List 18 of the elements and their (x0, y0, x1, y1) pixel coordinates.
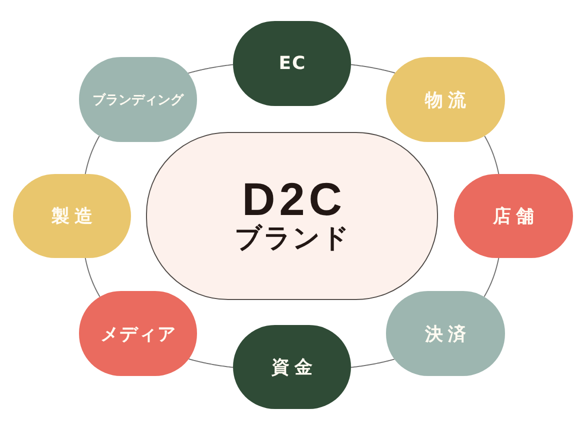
pill-node: 物流 (386, 57, 505, 142)
connector-line (188, 64, 234, 74)
pill-node: 店舗 (454, 174, 573, 258)
connector-line (350, 64, 396, 74)
pill-node: 製造 (13, 174, 131, 258)
hub-title: D2C (242, 176, 346, 222)
connector-line (84, 258, 100, 298)
pill-node: ブランディング (79, 57, 197, 142)
connector-line (188, 358, 234, 368)
pill-node: 決済 (386, 291, 505, 376)
hub-subtitle: ブランド (234, 222, 350, 256)
connector-line (84, 136, 100, 174)
pill-node: EC (233, 21, 351, 106)
connector-line (350, 358, 395, 368)
pill-node: 資金 (233, 325, 351, 409)
connector-line (484, 258, 500, 298)
connector-line (484, 136, 500, 174)
pill-node: メディア (79, 291, 197, 376)
